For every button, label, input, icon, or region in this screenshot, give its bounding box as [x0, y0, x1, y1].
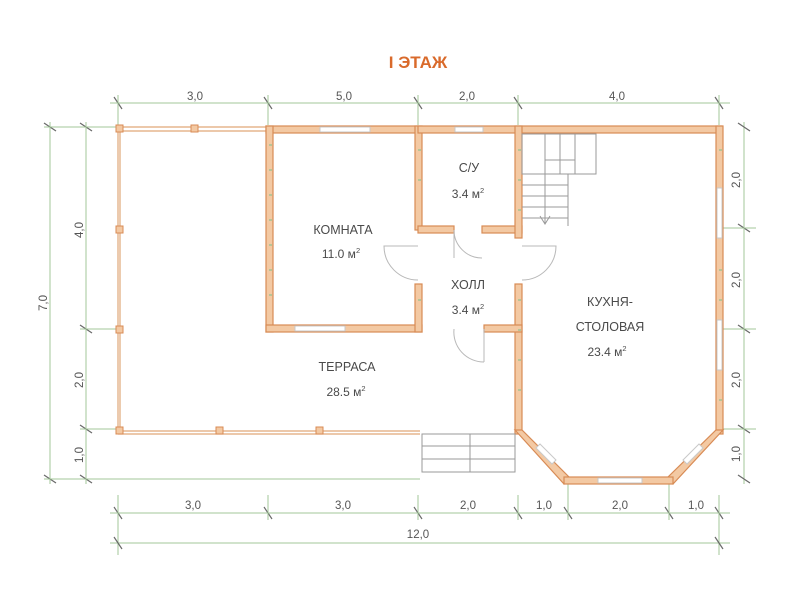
room-su-area: 3.4 м2 — [452, 186, 484, 201]
dim-right-1: 2,0 — [731, 172, 743, 188]
window — [716, 187, 723, 239]
terrace-post — [115, 225, 124, 234]
dim-bottom-2: 3,0 — [335, 500, 351, 512]
dim-top-1: 3,0 — [187, 91, 203, 103]
dim-bottom-1: 3,0 — [185, 500, 201, 512]
dim-right-2: 2,0 — [731, 272, 743, 288]
window — [535, 443, 557, 465]
dim-left-1: 4,0 — [74, 222, 86, 238]
stairs-exterior — [421, 433, 516, 473]
window — [716, 319, 723, 371]
dim-bottom-4: 1,0 — [536, 500, 552, 512]
room-holl-name: ХОЛЛ — [451, 278, 485, 292]
window — [294, 325, 346, 332]
terrace-post — [115, 426, 124, 435]
room-terrasa-name: ТЕРРАСА — [319, 360, 377, 374]
room-holl-area: 3.4 м2 — [452, 302, 484, 317]
dimension-right: 2,0 2,0 2,0 1,0 — [722, 122, 756, 484]
window — [319, 126, 371, 133]
dimension-bottom: 3,0 3,0 2,0 1,0 2,0 1,0 12,0 — [110, 480, 730, 555]
dim-right-3: 2,0 — [731, 372, 743, 388]
terrace — [115, 124, 420, 435]
walls — [265, 125, 725, 485]
room-terrasa-area: 28.5 м2 — [326, 384, 365, 399]
room-komnata-name: КОМНАТА — [313, 223, 373, 237]
terrace-post — [190, 124, 199, 133]
terrace-post — [115, 325, 124, 334]
terrace-post — [315, 426, 324, 435]
dim-left-total: 7,0 — [38, 295, 50, 311]
terrace-post — [115, 124, 124, 133]
dim-top-2: 5,0 — [336, 91, 352, 103]
room-kuhnya: КУХНЯ- СТОЛОВАЯ 23.4 м2 — [576, 295, 644, 359]
window — [682, 443, 704, 465]
dim-total-width: 12,0 — [407, 529, 429, 541]
doors — [383, 229, 557, 363]
stairs-interior — [521, 133, 597, 226]
plan-title: I ЭТАЖ — [389, 53, 448, 72]
room-su-name: С/У — [459, 161, 480, 175]
room-terrasa: ТЕРРАСА 28.5 м2 — [319, 360, 377, 399]
dim-left-2: 2,0 — [74, 372, 86, 388]
dimension-top: 3,0 5,0 2,0 4,0 — [110, 91, 730, 125]
room-su: С/У 3.4 м2 — [452, 161, 484, 201]
dim-top-3: 2,0 — [459, 91, 475, 103]
room-kuhnya-name-2: СТОЛОВАЯ — [576, 320, 644, 334]
room-komnata-area: 11.0 м2 — [322, 246, 360, 261]
dim-bottom-6: 1,0 — [688, 500, 704, 512]
window — [454, 126, 484, 133]
dim-left-3: 1,0 — [74, 447, 86, 463]
terrace-post — [215, 426, 224, 435]
dim-top-4: 4,0 — [609, 91, 625, 103]
window — [597, 477, 643, 484]
room-holl: ХОЛЛ 3.4 м2 — [451, 278, 485, 317]
room-komnata: КОМНАТА 11.0 м2 — [313, 223, 373, 261]
windows — [294, 126, 723, 484]
room-kuhnya-name-1: КУХНЯ- — [587, 295, 633, 309]
dim-bottom-3: 2,0 — [460, 500, 476, 512]
dimension-left: 7,0 4,0 2,0 1,0 — [38, 122, 420, 484]
room-kuhnya-area: 23.4 м2 — [587, 344, 626, 359]
wall-studs — [269, 144, 722, 401]
dim-right-4: 1,0 — [731, 446, 743, 462]
dim-bottom-5: 2,0 — [612, 500, 628, 512]
